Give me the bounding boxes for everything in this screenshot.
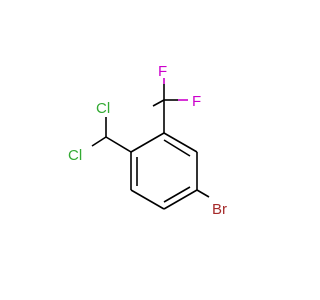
ring-bond <box>163 189 198 210</box>
ring-double-bond <box>163 139 191 157</box>
fluorine-top-label: F <box>158 63 167 80</box>
benzene-ring <box>130 132 198 210</box>
chlorine-top-label: Cl <box>96 100 110 117</box>
ring-bond <box>130 189 165 210</box>
chcl2-bond <box>105 136 132 153</box>
chlorine-left-label: Cl <box>68 147 82 164</box>
ring-bond <box>163 132 198 153</box>
cbr-bond <box>196 189 210 198</box>
ring-double-bond <box>163 186 191 203</box>
bromine-label: Br <box>212 201 227 218</box>
ccl-left-bond <box>91 136 107 147</box>
molecule-drawing: F F F Cl Cl Br <box>68 63 227 218</box>
fluorine-right-label: F <box>192 93 201 110</box>
cf-left-bond <box>152 99 165 107</box>
ring-bond <box>130 132 165 153</box>
structure-canvas: F F F Cl Cl Br <box>68 63 227 218</box>
